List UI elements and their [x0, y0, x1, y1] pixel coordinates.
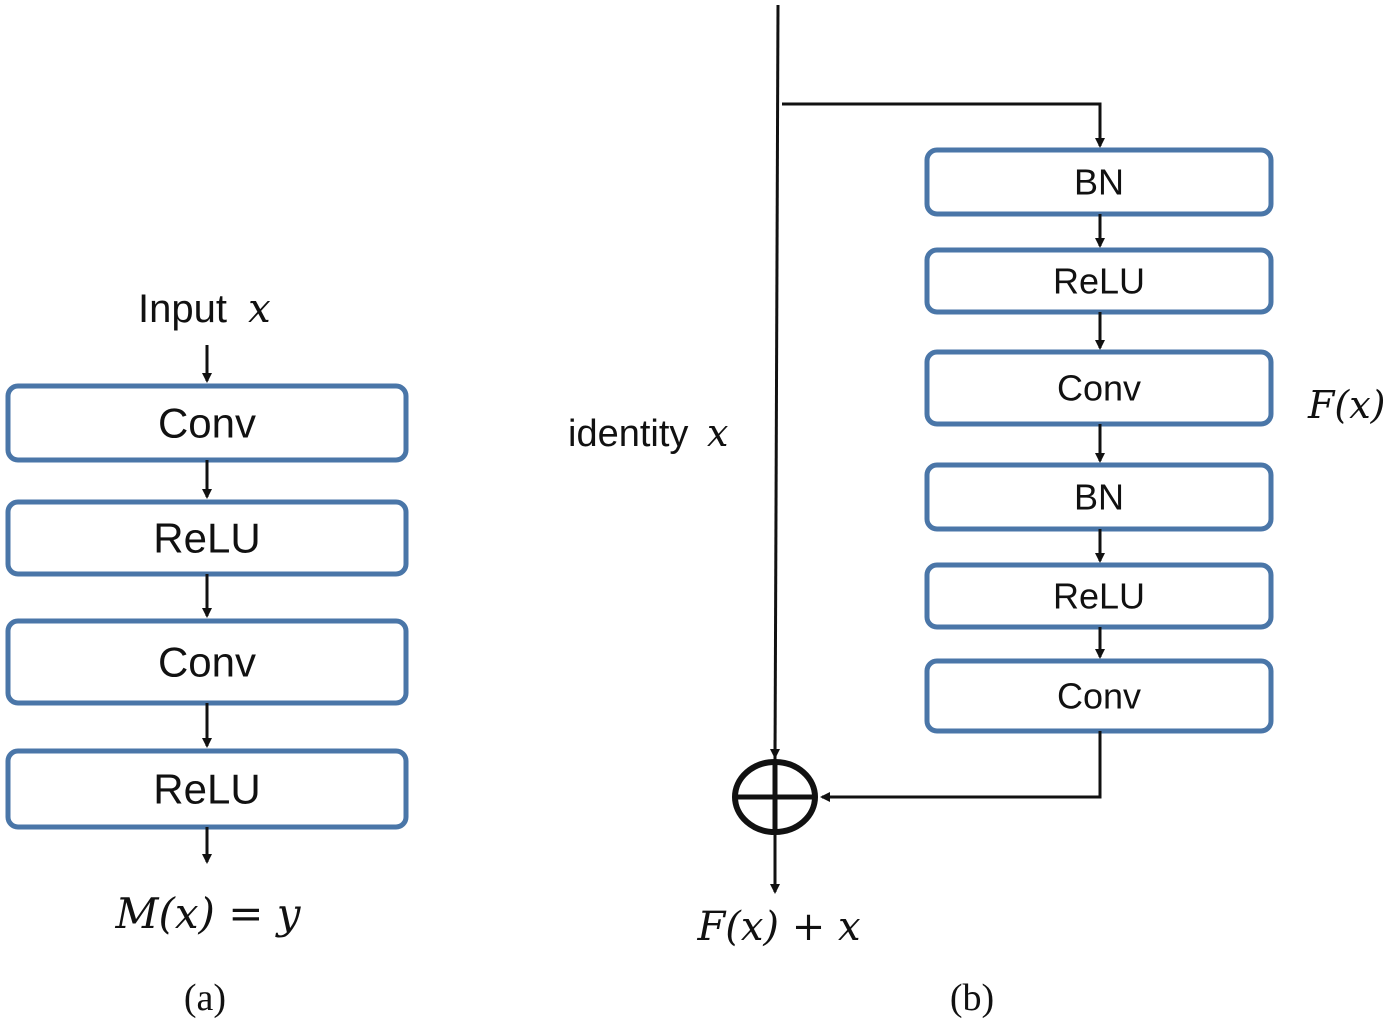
output-formula-a: M(x) = y: [114, 889, 301, 938]
svg-text:BN: BN: [1074, 477, 1124, 518]
branch-arrow: [782, 102, 1105, 148]
block-a-3: Conv: [5, 618, 409, 706]
svg-text:ReLU: ReLU: [1053, 261, 1145, 302]
identity-line: [773, 4, 780, 763]
block-b-1: BN: [924, 147, 1274, 217]
panel-a: Input x Conv ReLU Conv ReLU M(x) = y (a): [5, 286, 409, 1019]
svg-text:Conv: Conv: [1057, 676, 1141, 717]
svg-text:ReLU: ReLU: [1053, 576, 1145, 617]
identity-label: identity x: [568, 411, 728, 455]
svg-text:BN: BN: [1074, 162, 1124, 203]
block-a-2: ReLU: [5, 499, 409, 577]
block-b-4: BN: [924, 462, 1274, 532]
block-b-2: ReLU: [924, 247, 1274, 315]
block-b-3: Conv: [924, 349, 1274, 427]
svg-text:ReLU: ReLU: [153, 766, 260, 813]
svg-text:Conv: Conv: [1057, 368, 1141, 409]
residual-label: F(x): [1307, 383, 1385, 427]
caption-a: (a): [184, 977, 226, 1019]
block-b-5: ReLU: [924, 562, 1274, 630]
caption-b: (b): [950, 977, 994, 1019]
panel-b: identity x BN ReLU Conv BN ReLU: [568, 4, 1385, 1019]
svg-text:ReLU: ReLU: [153, 515, 260, 562]
svg-text:Conv: Conv: [158, 639, 256, 686]
block-a-1: Conv: [5, 383, 409, 463]
block-a-4: ReLU: [5, 748, 409, 830]
residual-return-arrow: [820, 731, 1102, 802]
input-label: Input x: [138, 286, 271, 332]
block-b-6: Conv: [924, 658, 1274, 734]
svg-text:Conv: Conv: [158, 400, 256, 447]
output-formula-b: F(x) + x: [696, 904, 860, 950]
addition-icon: [732, 759, 818, 835]
